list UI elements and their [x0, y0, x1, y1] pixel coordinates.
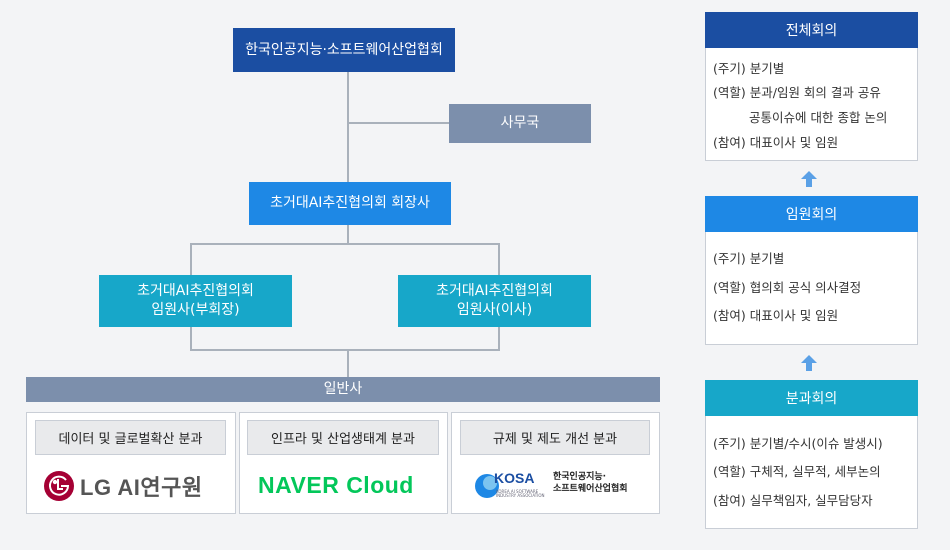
full-meeting-line: 공통이슈에 대한 종합 논의	[749, 110, 888, 125]
division-meeting-line: (주기) 분기별/수시(이슈 발생시)	[713, 436, 883, 451]
full-meeting-title: 전체회의	[705, 12, 918, 48]
vice-chair-box: 초거대AI추진협의회 임원사(부회장)	[99, 275, 292, 327]
chair-box: 초거대AI추진협의회 회장사	[249, 182, 451, 225]
connector-line	[190, 243, 500, 245]
division-meeting-line: (역할) 구체적, 실무적, 세부논의	[713, 464, 881, 479]
connector-line	[498, 243, 500, 275]
kosa-name-line1: 한국인공지능·	[553, 472, 607, 482]
division-tag-infra: 인프라 및 산업생태계 분과	[247, 420, 439, 455]
kosa-name-line2: 소프트웨어산업협회	[553, 484, 628, 495]
kosa-mark-icon	[475, 474, 499, 498]
full-meeting-line: (주기) 분기별	[713, 61, 785, 76]
full-meeting-line: (참여) 대표이사 및 임원	[713, 135, 839, 150]
kosa-word: KOSA	[494, 470, 535, 486]
kosa-sub: KOREA AI SOFTWARE INDUSTRY ASSOCIATION	[496, 489, 545, 499]
connector-line	[347, 225, 349, 245]
kosa-name: 한국인공지능· 소프트웨어산업협회	[553, 471, 628, 495]
division-meeting-line: (참여) 실무책임자, 실무담당자	[713, 493, 873, 508]
full-meeting-line: (역할) 분과/임원 회의 결과 공유	[713, 85, 881, 100]
kosa-logo: KOSA KOREA AI SOFTWARE INDUSTRY ASSOCIAT…	[474, 470, 554, 502]
division-tag-data: 데이터 및 글로벌확산 분과	[35, 420, 226, 455]
up-arrow-icon	[800, 354, 818, 376]
lg-mark-icon	[44, 471, 74, 501]
exec-meeting-line: (참여) 대표이사 및 임원	[713, 308, 839, 323]
up-arrow-icon	[800, 170, 818, 192]
division-tag-regulation: 규제 및 제도 개선 분과	[460, 420, 650, 455]
connector-line	[190, 349, 500, 351]
connector-line	[190, 243, 192, 275]
director-box: 초거대AI추진협의회 임원사(이사)	[398, 275, 591, 327]
vice-chair-line1: 초거대AI추진협의회	[137, 283, 254, 300]
connector-line	[347, 350, 349, 377]
division-meeting-title: 분과회의	[705, 380, 918, 416]
org-top-box: 한국인공지능·소프트웨어산업협회	[233, 28, 455, 72]
exec-meeting-line: (역할) 협의회 공식 의사결정	[713, 280, 862, 295]
director-line2: 임원사(이사)	[456, 302, 533, 318]
exec-meeting-title: 임원회의	[705, 196, 918, 232]
connector-line	[190, 327, 192, 350]
vice-chair-line2: 임원사(부회장)	[151, 302, 240, 318]
lg-ai-logo: LG AI연구원	[44, 470, 203, 502]
naver-cloud-logo: NAVER Cloud	[258, 472, 414, 498]
connector-line	[348, 122, 449, 124]
director-line1: 초거대AI추진협의회	[436, 283, 553, 300]
exec-meeting-line: (주기) 분기별	[713, 251, 785, 266]
connector-line	[347, 72, 349, 182]
general-members-bar: 일반사	[26, 377, 660, 402]
secretariat-box: 사무국	[449, 104, 591, 143]
lg-ai-logo-text: LG AI연구원	[80, 475, 203, 500]
connector-line	[498, 327, 500, 350]
